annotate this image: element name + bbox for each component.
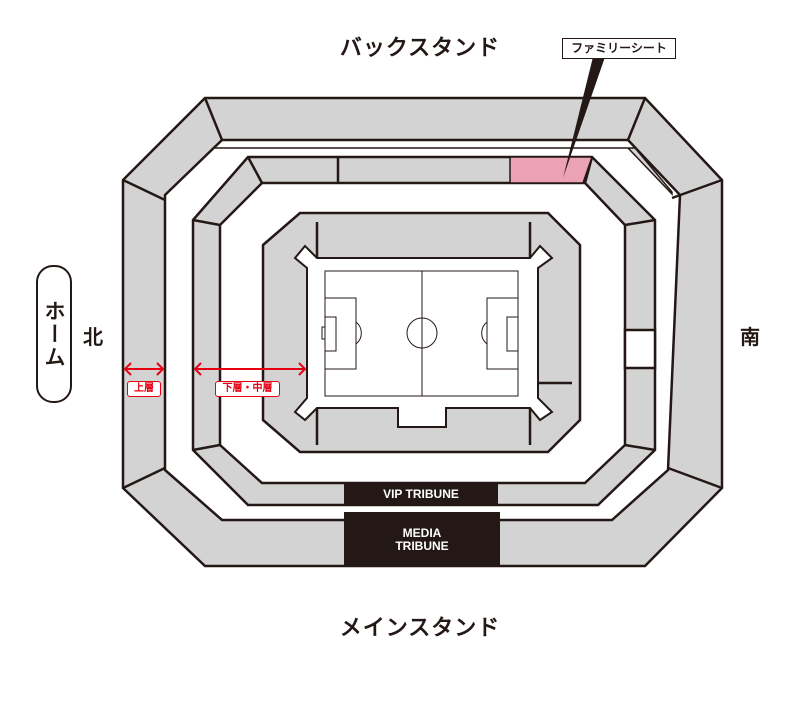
home-label: ホーム (42, 299, 66, 369)
vip-tribune-label: VIP TRIBUNE (383, 487, 459, 501)
media-tribune-line1: MEDIA (402, 526, 442, 540)
vip-tribune-block[interactable] (344, 483, 498, 505)
back-stand-label: バックスタンド (339, 36, 501, 61)
media-tribune-label: MEDIA TRIBUNE (344, 527, 500, 553)
family-seat-pointer (563, 57, 605, 178)
lower-middle-tier-label: 下層・中層 (215, 381, 280, 397)
home-badge: ホーム (36, 265, 72, 403)
upper-tier-arrow (123, 362, 165, 376)
field-area (293, 244, 554, 428)
south-label: 南 (740, 325, 760, 349)
family-seat-section[interactable] (509, 156, 594, 184)
pitch (321, 270, 519, 397)
north-label: 北 (83, 325, 103, 349)
family-seat-label: ファミリーシート (562, 38, 676, 59)
media-tribune-line2: TRIBUNE (395, 539, 449, 553)
media-tribune-block[interactable] (344, 512, 500, 566)
main-stand-label: メインスタンド (339, 616, 501, 641)
lower-middle-tier-arrow (193, 362, 307, 376)
upper-tier-label: 上層 (127, 381, 161, 397)
